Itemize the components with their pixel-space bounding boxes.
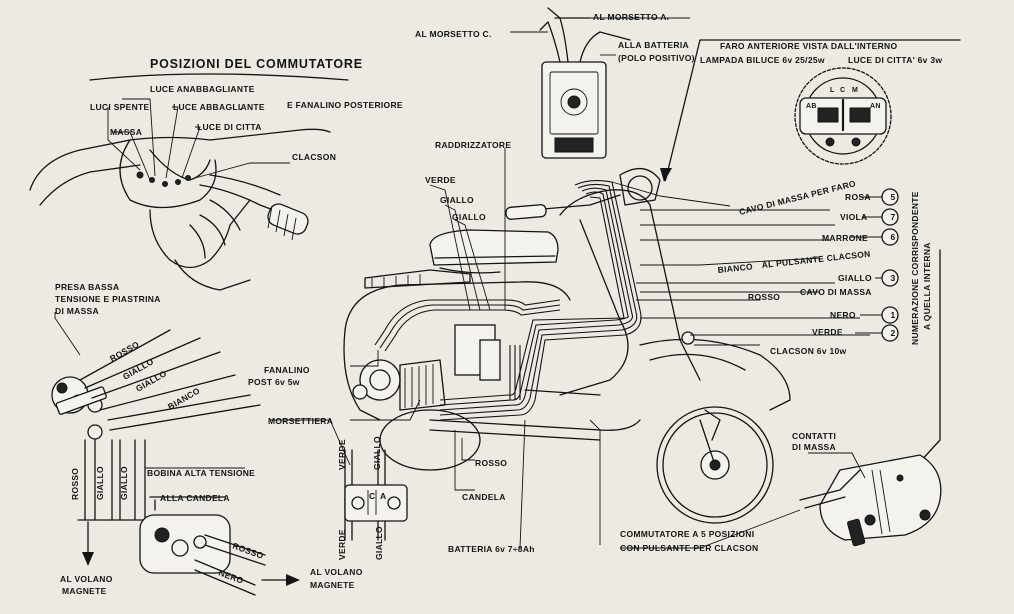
label-al-pulsante-clacson: AL PULSANTE CLACSON: [761, 249, 871, 270]
label-contatti-1: CONTATTI: [792, 431, 836, 441]
label-verde-morsettiera-2: VERDE: [337, 529, 347, 560]
label-batteria: BATTERIA 6v 7÷8Ah: [448, 544, 535, 554]
label-clacson: CLACSON: [292, 152, 336, 162]
label-faro-l: L: [830, 87, 835, 94]
label-al-volano-left-2: MAGNETE: [62, 586, 107, 596]
label-bianco-left: BIANCO: [166, 385, 202, 411]
label-luci-spente: LUCI SPENTE: [90, 102, 150, 112]
label-luce-anabbagliante: LUCE ANABBAGLIANTE: [150, 84, 255, 94]
label-al-volano-bottom-2: MAGNETE: [310, 580, 355, 590]
label-giallo-vertical-2: GIALLO: [119, 466, 129, 500]
label-giallo-2: GIALLO: [452, 212, 486, 222]
label-marrone: MARRONE: [822, 233, 868, 243]
switch-positions-title: POSIZIONI DEL COMMUTATORE: [150, 57, 363, 71]
label-faro-an: AN: [870, 103, 881, 110]
wire-number-7: 7: [890, 212, 895, 222]
wire-number-3: 3: [890, 273, 895, 283]
label-luce-di-citta: LUCE DI CITTA: [197, 122, 262, 132]
label-commutatore-2: CON PULSANTE PER CLACSON: [620, 543, 759, 553]
label-luce-citta-faro: LUCE DI CITTA' 6v 3w: [848, 55, 942, 65]
five-position-switch-illustration: [620, 249, 942, 549]
wire-number-6: 6: [890, 232, 895, 242]
label-giallo-right: GIALLO: [838, 273, 872, 283]
label-nero-coil: NERO: [217, 567, 245, 585]
label-giallo-morsettiera: GIALLO: [372, 436, 382, 470]
label-numerazione-2: A QUELLA INTERNA: [922, 242, 932, 330]
label-bianco-pulsante: BIANCO: [717, 261, 753, 275]
label-nero-right: NERO: [830, 310, 856, 320]
wire-number-markers: [850, 188, 899, 342]
label-alla-batteria: ALLA BATTERIA: [618, 40, 689, 50]
label-candela: CANDELA: [462, 492, 506, 502]
label-numerazione-1: NUMERAZIONE CORRISPONDENTE: [910, 191, 920, 345]
label-luce-abbagliante: LUCE ABBAGLIANTE: [173, 102, 265, 112]
label-fanalino-2: POST 6v 5w: [248, 377, 300, 387]
label-faro-c: C: [840, 87, 845, 94]
label-raddrizzatore: RADDRIZZATORE: [435, 140, 511, 150]
label-giallo-morsettiera-2: GIALLO: [374, 526, 384, 560]
wire-number-1: 1: [890, 310, 895, 320]
headlight-inside-view: [660, 39, 961, 182]
label-faro-anteriore: FARO ANTERIORE VISTA DALL'INTERNO: [720, 41, 897, 51]
label-faro-ab: AB: [806, 103, 817, 110]
label-contatti-2: DI MASSA: [792, 442, 836, 452]
label-rosa: ROSA: [845, 192, 871, 202]
label-verde-right: VERDE: [812, 327, 843, 337]
terminal-block-illustration: [270, 419, 408, 541]
label-clacson-6v: CLACSON 6v 10w: [770, 346, 847, 356]
label-giallo-1: GIALLO: [440, 195, 474, 205]
label-terminal-c: C: [369, 491, 375, 501]
label-bobina: BOBINA ALTA TENSIONE: [147, 468, 255, 478]
label-rosso-center: ROSSO: [475, 458, 507, 468]
label-rosso-left: ROSSO: [108, 339, 141, 364]
label-fanalino-1: FANALINO: [264, 365, 310, 375]
label-fanalino-posteriore: E FANALINO POSTERIORE: [287, 100, 403, 110]
label-rosso-right: ROSSO: [748, 292, 780, 302]
label-commutatore-1: COMMUTATORE A 5 POSIZIONI: [620, 529, 754, 539]
wire-number-5: 5: [890, 192, 895, 202]
label-polo-positivo: (POLO POSITIVO): [618, 53, 695, 63]
ignition-coil-illustration: [139, 467, 300, 596]
low-voltage-connector-illustration: [51, 312, 261, 566]
switch-positions-illustration: [29, 73, 349, 291]
label-alla-candela: ALLA CANDELA: [160, 493, 230, 503]
label-faro-m: M: [852, 87, 858, 94]
label-morsettiera: MORSETTIERA: [268, 416, 333, 426]
label-al-morsetto-c: AL MORSETTO C.: [415, 29, 492, 39]
label-massa: MASSA: [110, 127, 142, 137]
rectifier-illustration: [510, 7, 690, 159]
label-al-volano-bottom-1: AL VOLANO: [310, 567, 363, 577]
label-giallo-vertical-1: GIALLO: [95, 466, 105, 500]
wire-number-2: 2: [890, 328, 895, 338]
label-verde-morsettiera: VERDE: [337, 439, 347, 470]
scooter-illustration: [343, 148, 870, 549]
label-terminal-a: A: [380, 491, 386, 501]
label-al-volano-left-1: AL VOLANO: [60, 574, 113, 584]
label-rosso-vertical: ROSSO: [70, 468, 80, 500]
label-presa-bassa-1: PRESA BASSA: [55, 282, 119, 292]
label-verde: VERDE: [425, 175, 456, 185]
label-al-morsetto-a: AL MORSETTO A.: [593, 12, 669, 22]
label-lampada-biluce: LAMPADA BILUCE 6v 25/25w: [700, 55, 825, 65]
label-presa-bassa-2: TENSIONE E PIASTRINA: [55, 294, 161, 304]
label-viola: VIOLA: [840, 212, 867, 222]
label-rosso-coil: ROSSO: [231, 540, 265, 560]
label-presa-bassa-3: DI MASSA: [55, 306, 99, 316]
label-cavo-di-massa: CAVO DI MASSA: [800, 287, 872, 297]
